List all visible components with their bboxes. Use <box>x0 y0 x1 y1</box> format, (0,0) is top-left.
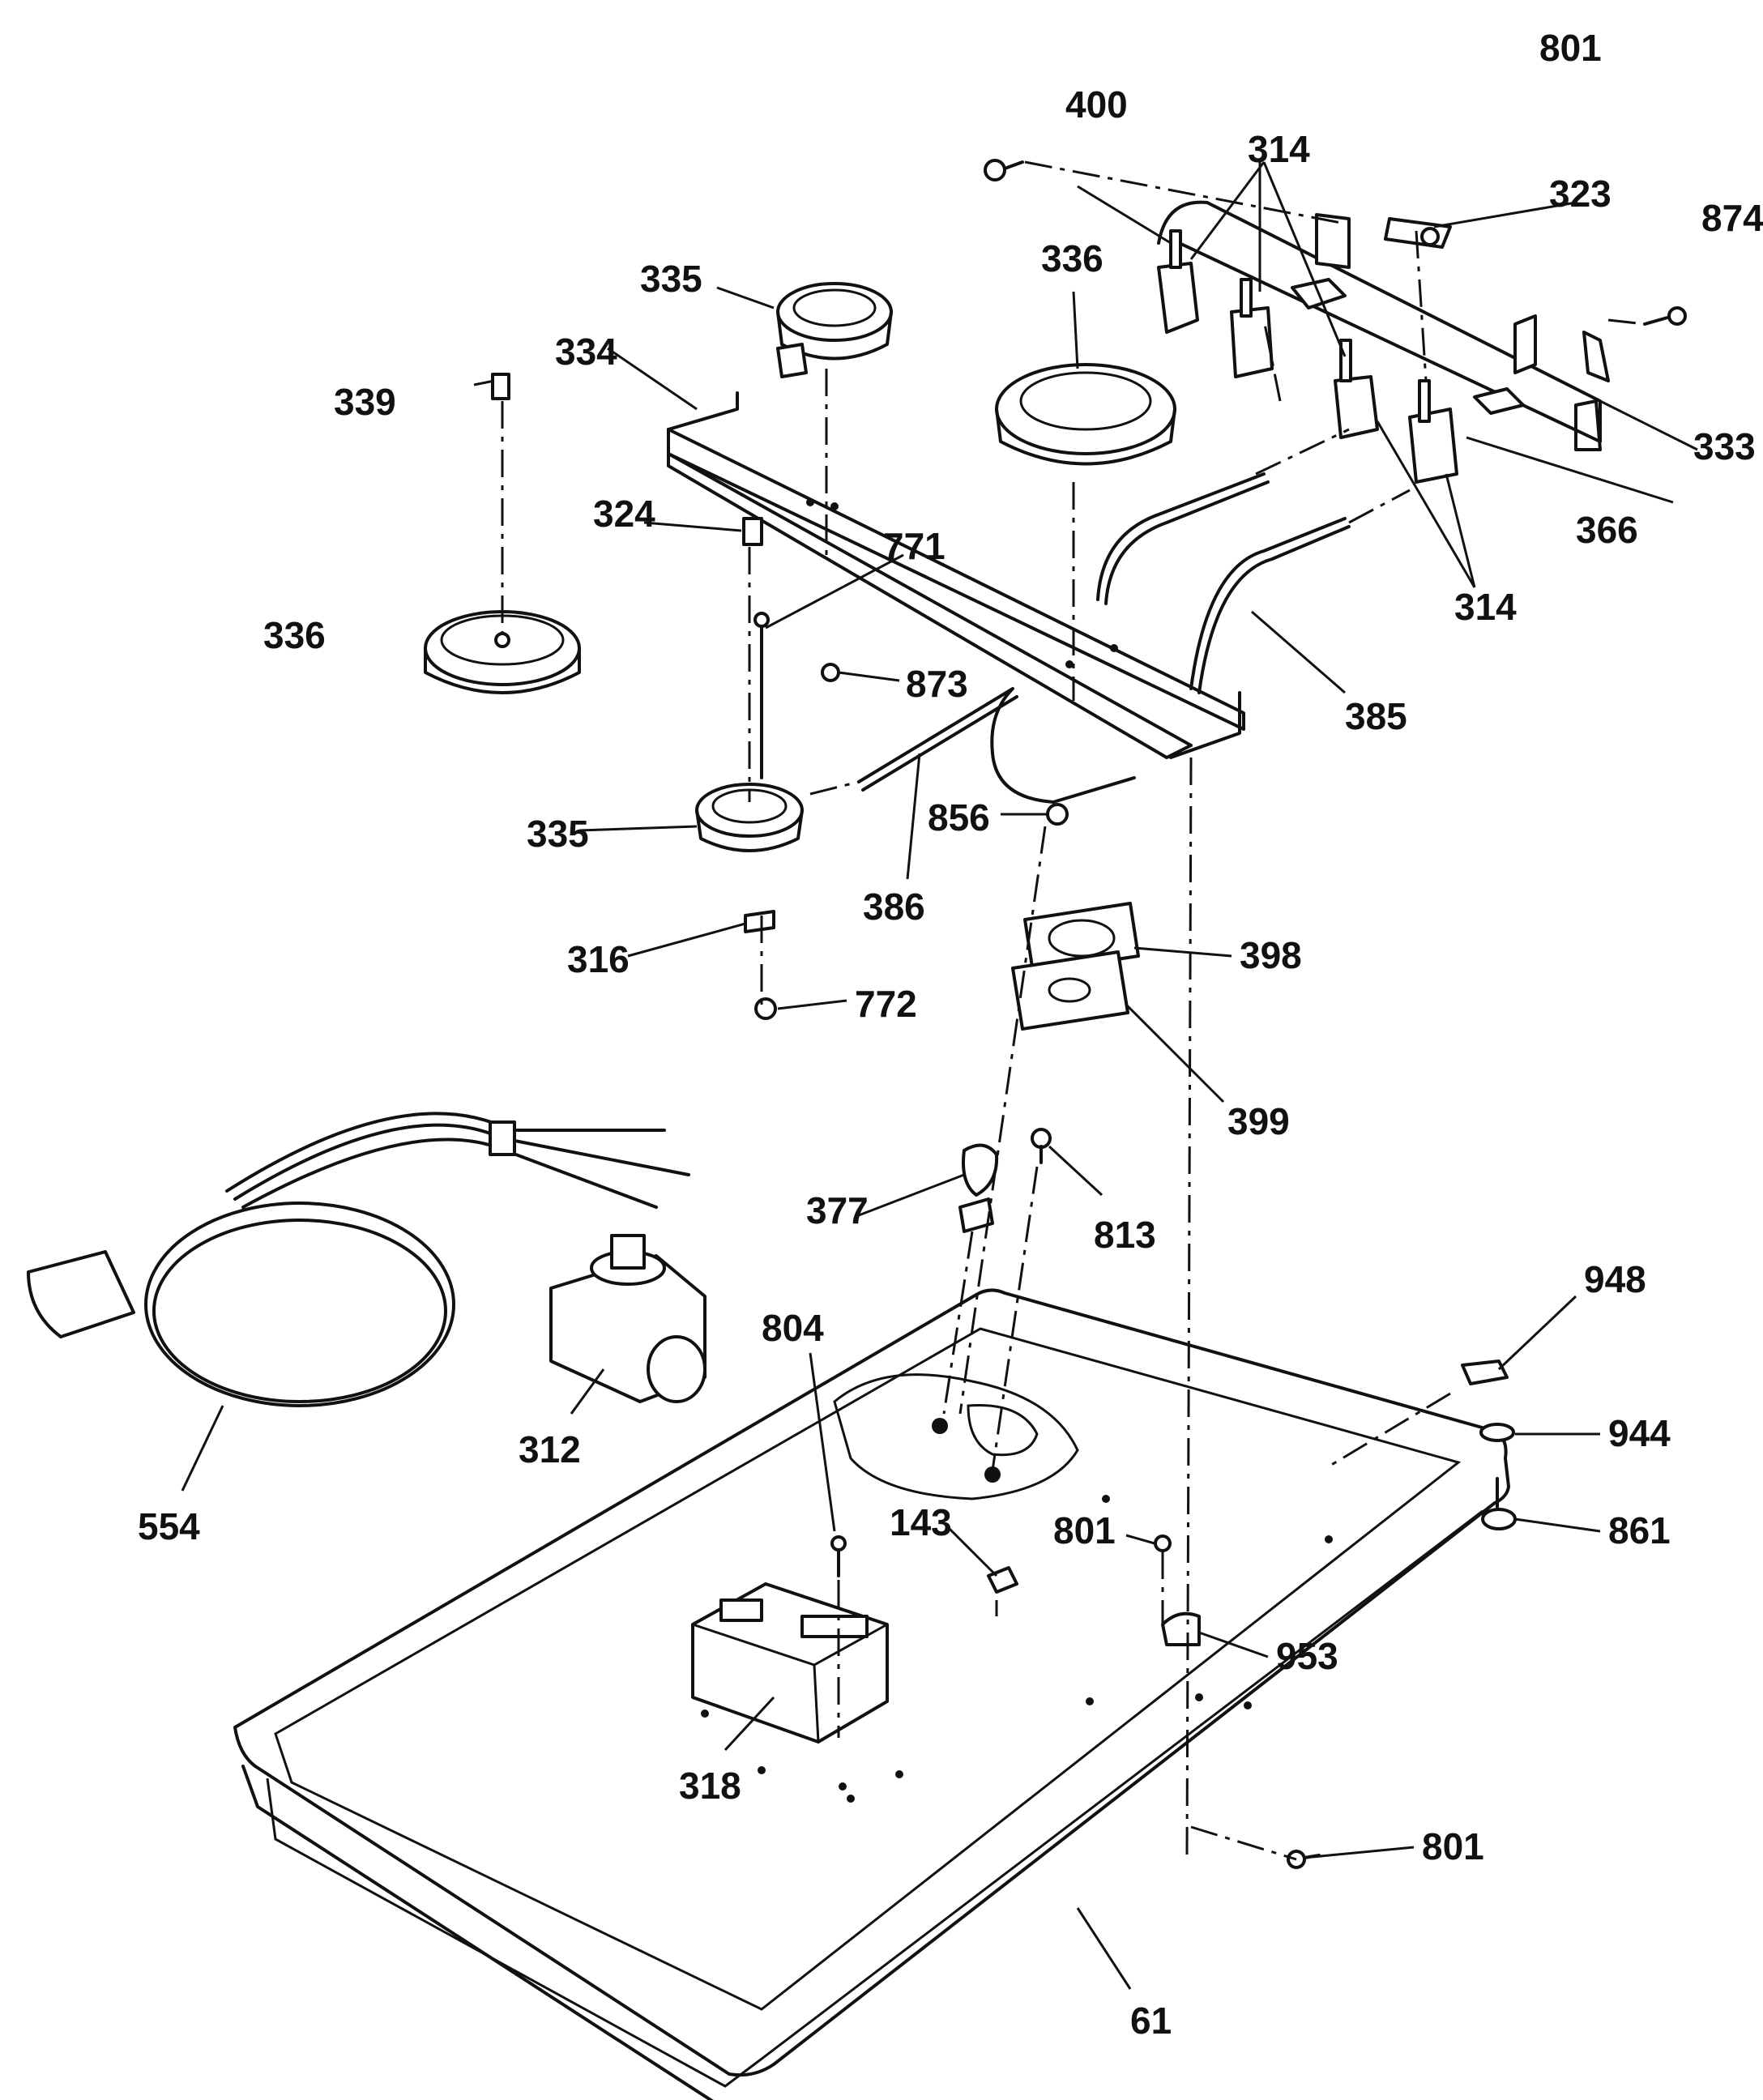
burner-335-top <box>776 282 893 378</box>
callout-772: 772 <box>855 983 917 1025</box>
callout-385: 385 <box>1345 695 1407 737</box>
callout-554: 554 <box>138 1505 200 1547</box>
callout-801: 801 <box>1053 1509 1116 1552</box>
gas-valve-3 <box>1334 339 1379 439</box>
callout-318: 318 <box>679 1765 741 1807</box>
callout-323: 323 <box>1549 173 1611 215</box>
callout-386: 386 <box>863 886 925 928</box>
callout-366: 366 <box>1576 509 1638 551</box>
callout-314: 314 <box>1248 128 1310 170</box>
base-pan-61 <box>233 1288 1510 2100</box>
callout-324: 324 <box>593 493 655 535</box>
fasteners <box>491 159 1687 1869</box>
callout-804: 804 <box>762 1307 824 1349</box>
callout-953: 953 <box>1276 1635 1338 1677</box>
callout-861: 861 <box>1608 1509 1671 1552</box>
callout-801: 801 <box>1422 1825 1484 1867</box>
callout-944: 944 <box>1608 1412 1671 1454</box>
gasket-399 <box>1011 950 1129 1031</box>
callout-398: 398 <box>1240 934 1302 976</box>
callout-771: 771 <box>883 525 946 567</box>
callout-316: 316 <box>567 938 630 980</box>
spark-module-318 <box>691 1582 889 1744</box>
leader-lines <box>181 161 1698 1990</box>
callout-314: 314 <box>1454 586 1517 628</box>
callout-143: 143 <box>890 1501 952 1543</box>
callout-336: 336 <box>263 614 326 656</box>
callout-813: 813 <box>1094 1214 1156 1256</box>
burner-head-336-left <box>424 610 581 694</box>
power-cord-554 <box>27 1112 690 1407</box>
callout-labels: 801 400 314 323 874 335 336 339 334 333 … <box>138 27 1763 2042</box>
callout-334: 334 <box>555 331 617 373</box>
callout-336: 336 <box>1041 237 1103 280</box>
assembly-lines <box>501 160 1646 1861</box>
gas-tube-386 <box>857 687 1136 804</box>
callout-377: 377 <box>806 1189 869 1231</box>
callout-873: 873 <box>906 663 968 705</box>
callout-399: 399 <box>1227 1100 1290 1142</box>
callout-339: 339 <box>334 381 396 423</box>
callout-400: 400 <box>1065 83 1128 126</box>
gas-manifold-400 <box>1157 200 1610 484</box>
callout-335: 335 <box>640 258 702 300</box>
gas-valve-2 <box>1230 278 1274 378</box>
callout-61: 61 <box>1130 2000 1172 2042</box>
callout-856: 856 <box>928 796 990 839</box>
gas-valve-1 <box>1157 229 1199 334</box>
callout-948: 948 <box>1584 1258 1646 1300</box>
gas-tube-385 <box>1096 472 1351 694</box>
callout-874: 874 <box>1701 197 1763 239</box>
callout-312: 312 <box>519 1428 581 1470</box>
callout-335: 335 <box>527 813 589 855</box>
gas-valve-4 <box>1408 379 1458 484</box>
callout-801: 801 <box>1539 27 1602 69</box>
pressure-regulator-312 <box>549 1234 706 1403</box>
manifold-bracket-334 <box>667 391 1245 759</box>
callout-333: 333 <box>1693 425 1756 467</box>
burner-head-336-right <box>995 363 1176 466</box>
